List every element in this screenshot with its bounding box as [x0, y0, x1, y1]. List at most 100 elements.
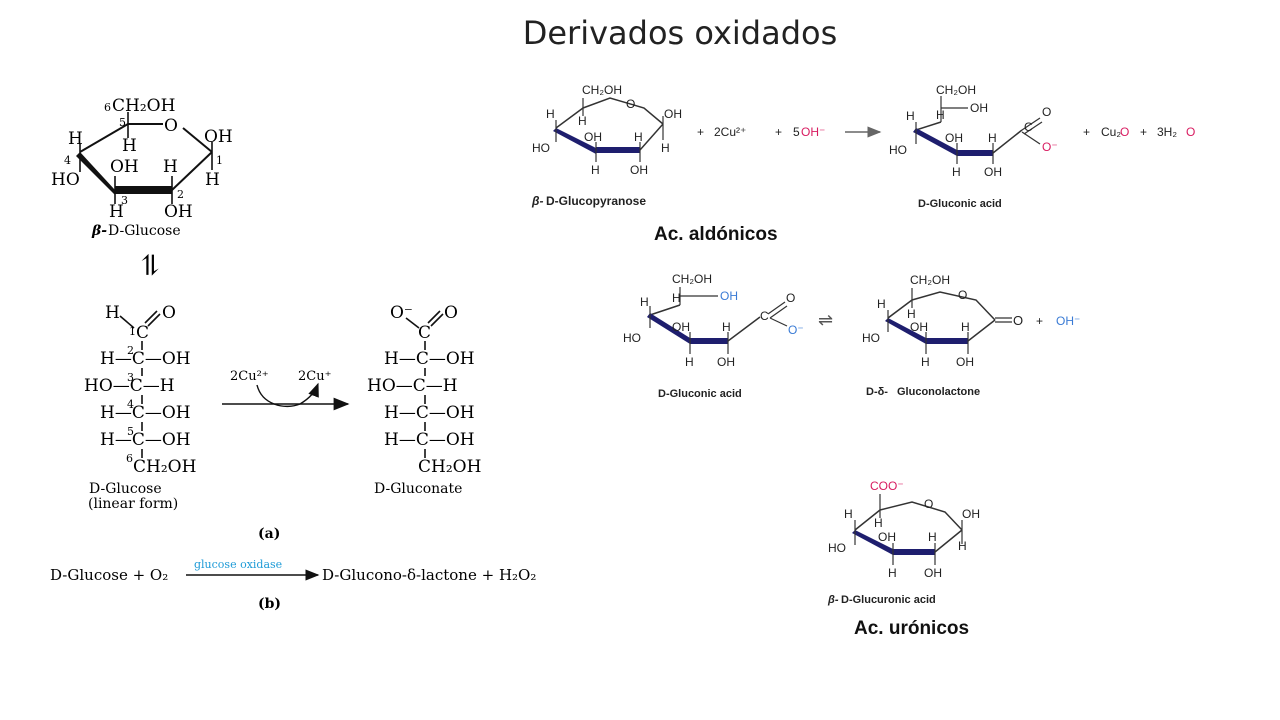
lacid-caption: D-Gluconic acid — [658, 388, 742, 400]
label-a: (a) — [258, 526, 280, 542]
linear-caption2: (linear form) — [88, 496, 178, 512]
lacid-o: O — [786, 291, 795, 305]
glucose-caption: D-Glucose — [108, 223, 181, 239]
reagent-oh: OH⁻ — [801, 125, 825, 139]
acid-oh-top: OH — [970, 101, 988, 115]
c4-ho: HO — [51, 170, 80, 190]
lactone-caption-prefix: D-δ- — [866, 386, 888, 398]
lactone-h3: H — [921, 355, 930, 369]
lactone-oh-minus: OH⁻ — [1056, 314, 1080, 328]
acid-h3: H — [952, 165, 961, 179]
linear-n6: 6 — [126, 452, 133, 465]
gluconate-row3: HO—C—H — [367, 376, 458, 396]
linear-n4: 4 — [127, 398, 134, 411]
lactone-oh2: OH — [956, 355, 974, 369]
acid-h-top: H — [936, 108, 945, 122]
lactone-caption: Gluconolactone — [897, 386, 980, 398]
gluconic-acid-lactone-eq: CH₂OH H OH H HO OH H H OH C O O⁻ D-Gluco… — [623, 272, 804, 400]
glucuronic-acid: COO⁻ O OH H H H HO OH H H OH β- D-Glucur… — [827, 479, 980, 606]
product-h2o-coef: 3H₂ — [1157, 125, 1177, 139]
acid-h4: H — [906, 109, 915, 123]
product-cu2-oxygen: O — [1120, 125, 1129, 139]
lacid-oh2: OH — [717, 355, 735, 369]
pyranose-oh3: OH — [584, 130, 602, 144]
glucuronic-h2: H — [928, 530, 937, 544]
equilibrium-arrow-vertical: ⇌ — [134, 253, 167, 276]
heading-uronic-acids: Ac. urónicos — [854, 618, 970, 639]
c1-h: H — [205, 170, 220, 190]
pyranose-ho4: HO — [532, 141, 550, 155]
gluconate-row4: H—C—OH — [384, 403, 475, 423]
c5-h: H — [122, 136, 137, 156]
heading-aldonic-acids: Ac. aldónicos — [654, 224, 778, 245]
lactone-plus: + — [1036, 314, 1043, 328]
reaction-a-arrow: 2Cu²⁺ 2Cu⁺ — [222, 369, 350, 411]
c2-number: 2 — [177, 188, 184, 201]
reagent-plus-2: + — [775, 125, 782, 139]
gluconate-row5: H—C—OH — [384, 430, 475, 450]
linear-row2: H—C—OH — [100, 349, 191, 369]
glucuronic-oh3: OH — [878, 530, 896, 544]
pyranose-oh1: OH — [664, 107, 682, 121]
lactone-ho4: HO — [862, 331, 880, 345]
linear-caption1: D-Glucose — [89, 481, 162, 497]
glucuronic-h5: H — [874, 516, 883, 530]
lactone-ring-o: O — [958, 288, 967, 302]
glucuronic-caption: D-Glucuronic acid — [841, 594, 936, 606]
c3-oh: OH — [110, 157, 139, 177]
c5-number: 5 — [119, 116, 126, 129]
c3-number: 3 — [121, 194, 128, 207]
linear-row6: CH₂OH — [133, 457, 196, 477]
pyranose-h3: H — [591, 163, 600, 177]
acid-caption: D-Gluconic acid — [918, 198, 1002, 210]
acid-oh3: OH — [945, 131, 963, 145]
c4-number: 4 — [64, 154, 71, 167]
glucuronic-oh1: OH — [962, 507, 980, 521]
glucuronic-caption-prefix: β- — [827, 594, 839, 606]
gluconic-acid-product: CH₂OH H OH H HO OH H H OH C O O⁻ D-Gluco… — [889, 83, 1058, 210]
cuplus-label: 2Cu⁺ — [298, 369, 331, 384]
slide-title: Derivados oxidados — [522, 14, 838, 52]
linear-c1: C — [136, 323, 149, 343]
pyranose-h2: H — [634, 130, 643, 144]
product-h2o-oxygen: O — [1186, 125, 1195, 139]
reaction-b-reactants: D-Glucose + O₂ — [50, 566, 168, 584]
c1-number: 1 — [216, 154, 223, 167]
cu2plus-label: 2Cu²⁺ — [230, 369, 269, 384]
linear-n1: 1 — [129, 325, 136, 338]
linear-n2: 2 — [127, 344, 134, 357]
product-plus-1: + — [1083, 125, 1090, 139]
gluconolactone: CH₂OH O H H HO OH H H OH O D-δ- Gluconol… — [862, 273, 1023, 398]
pyranose-h5: H — [578, 114, 587, 128]
linear-n5: 5 — [127, 425, 134, 438]
lacid-o-minus: O⁻ — [788, 323, 804, 337]
acid-o-minus: O⁻ — [1042, 140, 1058, 154]
product-plus-2: + — [1140, 125, 1147, 139]
acid-oh2: OH — [984, 165, 1002, 179]
pyranose-ch2oh: CH₂OH — [582, 83, 622, 97]
lacid-oh3: OH — [672, 320, 690, 334]
gluconate-row6: CH₂OH — [418, 457, 481, 477]
lactone-ch2oh: CH₂OH — [910, 273, 950, 287]
glucopyranose-ring: CH₂OH O OH H H H HO OH H H OH β- D-Gluco… — [531, 83, 682, 208]
product-cu2: Cu₂ — [1101, 125, 1121, 139]
c6-ch2oh: CH₂OH — [112, 96, 175, 116]
aldonic-equation: CH₂OH O OH H H H HO OH H H OH β- D-Gluco… — [531, 83, 1195, 210]
lactone-oh3: OH — [910, 320, 928, 334]
acid-h2: H — [988, 131, 997, 145]
acid-o: O — [1042, 105, 1051, 119]
lacid-oh-top: OH — [720, 289, 738, 303]
glucose-linear-form: H O 1 C H—C—OH 2 HO—C—H 3 H—C—OH 4 H—C—O… — [84, 303, 196, 512]
acid-ch2oh: CH₂OH — [936, 83, 976, 97]
lactone-h2: H — [961, 320, 970, 334]
glucuronic-h1: H — [958, 539, 967, 553]
c4-h: H — [68, 129, 83, 149]
pyranose-h1: H — [661, 141, 670, 155]
glucuronic-ho4: HO — [828, 541, 846, 555]
gluconate-structure: O⁻ O C H—C—OH HO—C—H H—C—OH H—C—OH CH₂OH… — [367, 303, 481, 497]
glucuronic-h3: H — [888, 566, 897, 580]
linear-n3: 3 — [127, 371, 134, 384]
linear-row4: H—C—OH — [100, 403, 191, 423]
gluconate-c1: C — [418, 323, 431, 343]
lacid-ho4: HO — [623, 331, 641, 345]
